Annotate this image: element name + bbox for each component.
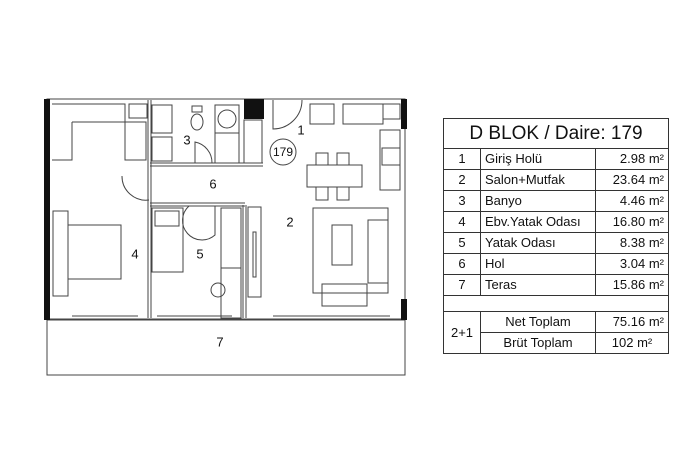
room-name: Ebv.Yatak Odası bbox=[480, 211, 596, 233]
room-name: Giriş Holü bbox=[480, 148, 596, 170]
room-name: Teras bbox=[480, 274, 596, 296]
room-name: Salon+Mutfak bbox=[480, 169, 596, 191]
apartment-outline bbox=[46, 98, 406, 321]
column bbox=[244, 99, 264, 119]
room-area: 15.86 m² bbox=[595, 274, 669, 296]
room-name: Yatak Odası bbox=[480, 232, 596, 254]
room-label-3: 3 bbox=[183, 132, 191, 148]
room-label-7: 7 bbox=[216, 334, 224, 350]
room-no: 5 bbox=[443, 232, 481, 254]
terrace-outline bbox=[46, 318, 406, 376]
room-area: 16.80 m² bbox=[595, 211, 669, 233]
spacer-row bbox=[443, 295, 669, 312]
net-total-value: 75.16 m² bbox=[595, 311, 669, 333]
room-no: 3 bbox=[443, 190, 481, 212]
table-title: D BLOK / Daire: 179 bbox=[443, 118, 669, 149]
room-name: Banyo bbox=[480, 190, 596, 212]
room-area: 23.64 m² bbox=[595, 169, 669, 191]
wall-right-top bbox=[401, 99, 407, 129]
room-label-6: 6 bbox=[209, 176, 217, 192]
room-no: 7 bbox=[443, 274, 481, 296]
room-label-1: 1 bbox=[297, 122, 305, 138]
room-label-4: 4 bbox=[131, 246, 139, 262]
gross-total-label: Brüt Toplam bbox=[480, 332, 596, 354]
room-no: 2 bbox=[443, 169, 481, 191]
apartment-number-circle bbox=[269, 138, 297, 166]
wall-right-bottom bbox=[401, 299, 407, 320]
floor-plan bbox=[44, 98, 407, 376]
room-area: 8.38 m² bbox=[595, 232, 669, 254]
apartment-badge: 179 bbox=[272, 145, 294, 159]
room-no: 1 bbox=[443, 148, 481, 170]
room-name: Hol bbox=[480, 253, 596, 275]
room-area: 4.46 m² bbox=[595, 190, 669, 212]
gross-total-value: 102 m² bbox=[595, 332, 669, 354]
room-label-5: 5 bbox=[196, 246, 204, 262]
room-area: 2.98 m² bbox=[595, 148, 669, 170]
apartment-type: 2+1 bbox=[443, 311, 481, 354]
room-no: 6 bbox=[443, 253, 481, 275]
net-total-label: Net Toplam bbox=[480, 311, 596, 333]
room-no: 4 bbox=[443, 211, 481, 233]
room-label-2: 2 bbox=[286, 214, 294, 230]
room-area: 3.04 m² bbox=[595, 253, 669, 275]
wall-left bbox=[44, 99, 50, 320]
